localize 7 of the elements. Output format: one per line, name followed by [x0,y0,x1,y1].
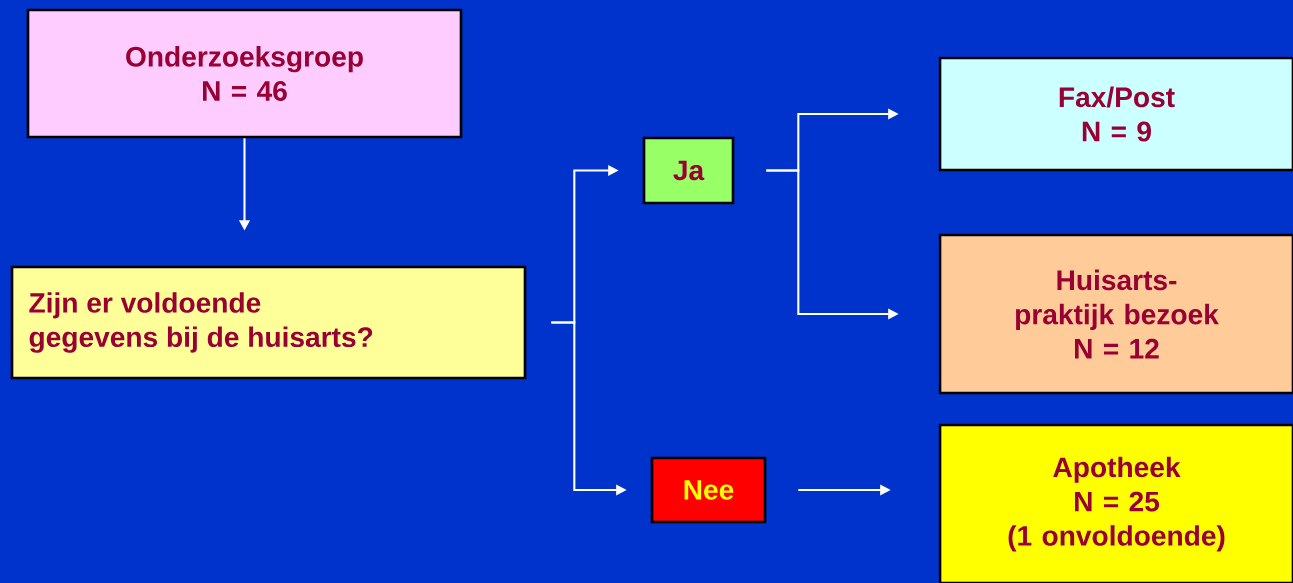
answer-box: Ja [642,136,735,205]
group-box: Onderzoeksgroep N = 46 [26,8,463,139]
answer-box: Nee [650,456,767,524]
question-box: Zijn er voldoende gegevens bij de huisarts? [10,265,527,380]
outcome-box: Fax/Post N = 9 [938,56,1293,172]
outcome-box: Huisarts-praktijk bezoek N = 12 [938,233,1293,395]
outcome-box: Apotheek N = 25 (1 onvoldoende) [938,423,1293,583]
